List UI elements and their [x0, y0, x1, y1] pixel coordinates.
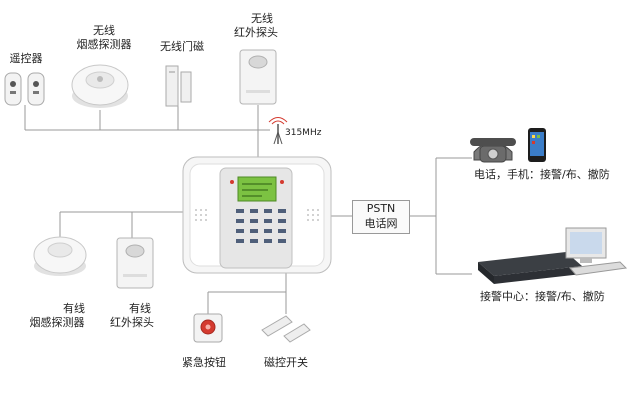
label-wireless-door: 无线门磁	[160, 40, 204, 53]
antenna-icon	[268, 117, 288, 145]
panel-speaker-right	[307, 209, 319, 221]
remote-control-icon	[4, 72, 45, 106]
label-frequency: 315MHz	[285, 128, 322, 138]
wireless-smoke-detector-icon	[71, 64, 129, 108]
pstn-network-box: PSTN 电话网	[352, 200, 410, 234]
mobile-phone-icon	[528, 128, 546, 162]
label-remote: 遥控器	[9, 52, 43, 65]
pstn-line1: PSTN	[366, 202, 396, 215]
alarm-center-equipment-icon	[478, 227, 628, 284]
wired-smoke-detector-icon	[33, 236, 87, 276]
wired-pir-icon	[116, 237, 154, 289]
wireless-door-magnet-icon	[165, 65, 192, 107]
panel-speaker-left	[195, 209, 207, 221]
pstn-line2: 电话网	[364, 217, 398, 230]
connection-lines	[24, 105, 472, 314]
label-wired-pir-line2: 红外探头	[110, 316, 154, 329]
label-panic-button: 紧急按钮	[182, 356, 226, 369]
label-wireless-pir-line2: 红外探头	[234, 26, 278, 39]
wireless-pir-icon	[239, 49, 277, 105]
label-wired-pir-line1: 有线	[129, 302, 151, 315]
label-phone-endpoint: 电话，手机：接警/布、撤防	[474, 168, 610, 181]
label-center-endpoint: 接警中心：接警/布、撤防	[480, 290, 605, 303]
panel-lcd-screen	[237, 176, 277, 202]
label-wireless-pir-line1: 无线	[251, 12, 273, 25]
label-wireless-smoke-line2: 烟感探测器	[76, 38, 132, 51]
panel-keypad	[236, 209, 286, 243]
telephone-icon	[470, 138, 516, 163]
keyboard-icon	[569, 261, 628, 276]
label-wireless-smoke-line1: 无线	[93, 24, 115, 37]
label-magnetic-switch: 磁控开关	[264, 356, 308, 369]
magnetic-switch-icon	[261, 315, 311, 343]
panic-button-icon	[193, 313, 223, 343]
label-wired-smoke-line2: 烟感探测器	[29, 316, 85, 329]
label-wired-smoke-line1: 有线	[63, 302, 85, 315]
alarm-control-panel	[182, 156, 332, 274]
